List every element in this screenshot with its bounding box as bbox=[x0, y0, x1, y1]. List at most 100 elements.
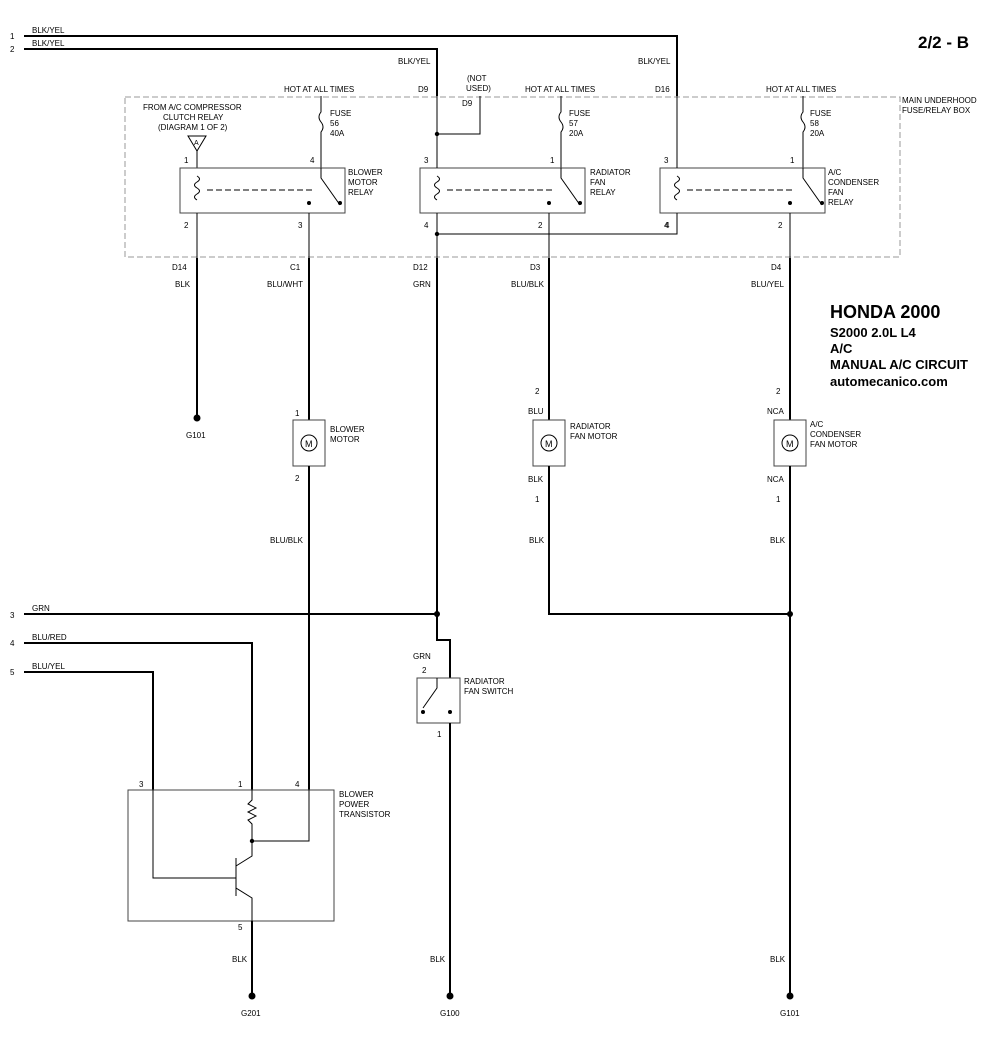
wire-relay-bridge bbox=[437, 213, 678, 235]
svg-text:A/C: A/C bbox=[828, 168, 842, 177]
svg-text:RELAY: RELAY bbox=[348, 188, 374, 197]
input-3-num: 3 bbox=[10, 611, 15, 620]
motor-icon bbox=[540, 434, 558, 452]
ground-g101-left: G101 bbox=[186, 431, 206, 440]
svg-text:FAN: FAN bbox=[828, 188, 844, 197]
switch-icon bbox=[422, 678, 438, 709]
ground-g100-icon bbox=[446, 992, 454, 1000]
condenser-fan-relay: 3 1 4 2 A/C CONDENSER FAN RELAY bbox=[659, 156, 879, 230]
input-2-num: 2 bbox=[10, 45, 15, 54]
svg-text:FAN SWITCH: FAN SWITCH bbox=[464, 687, 514, 696]
svg-text:5: 5 bbox=[238, 923, 243, 932]
svg-text:M: M bbox=[545, 439, 553, 449]
from-label-2: CLUTCH RELAY bbox=[163, 113, 224, 122]
svg-text:RELAY: RELAY bbox=[828, 198, 854, 207]
conn-d12: D12 bbox=[413, 263, 428, 272]
input-2-wire: BLK/YEL bbox=[32, 39, 65, 48]
ground-g101-left-icon bbox=[193, 414, 201, 422]
reference-letter: A bbox=[194, 140, 199, 147]
not-used-2: USED) bbox=[466, 84, 491, 93]
svg-text:CONDENSER: CONDENSER bbox=[828, 178, 879, 187]
svg-text:40A: 40A bbox=[330, 129, 345, 138]
fuse-box-label-1: MAIN UNDERHOOD bbox=[902, 96, 977, 105]
blower-motor-relay: 1 4 2 3 BLOWER MOTOR RELAY bbox=[179, 156, 383, 230]
svg-text:58: 58 bbox=[810, 119, 819, 128]
fuse-57: FUSE 57 20A bbox=[558, 96, 590, 168]
svg-text:2: 2 bbox=[538, 221, 543, 230]
blower-motor: M 1 2 BLOWER MOTOR bbox=[292, 409, 365, 483]
relay-switch-icon bbox=[320, 168, 341, 206]
wire-rad-motor-ground bbox=[548, 466, 790, 615]
title-make: HONDA 2000 bbox=[830, 302, 940, 322]
conn-d14: D14 bbox=[172, 263, 187, 272]
svg-text:RADIATOR: RADIATOR bbox=[570, 422, 611, 431]
hot-label-2: HOT AT ALL TIMES bbox=[525, 85, 595, 94]
svg-text:RADIATOR: RADIATOR bbox=[590, 168, 631, 177]
ground-g101-right: G101 bbox=[780, 1009, 800, 1018]
svg-text:56: 56 bbox=[330, 119, 339, 128]
svg-text:A/C: A/C bbox=[810, 420, 824, 429]
wire-blower-out-label: BLU/BLK bbox=[270, 536, 304, 545]
wire-input-4 bbox=[24, 642, 253, 790]
svg-text:BLK: BLK bbox=[528, 475, 544, 484]
motor-icon bbox=[781, 434, 799, 452]
fuse-box-label-2: FUSE/RELAY BOX bbox=[902, 106, 971, 115]
svg-text:20A: 20A bbox=[810, 129, 825, 138]
svg-text:3: 3 bbox=[424, 156, 429, 165]
svg-text:1: 1 bbox=[437, 730, 442, 739]
svg-text:FAN MOTOR: FAN MOTOR bbox=[810, 440, 858, 449]
connector-d16: D16 bbox=[655, 85, 670, 94]
splice-relay-bridge bbox=[434, 231, 440, 237]
ground-g201-icon bbox=[248, 992, 256, 1000]
wire-d3-label: BLU/BLK bbox=[511, 280, 545, 289]
bridge-pin: 4 bbox=[665, 221, 670, 230]
wire-c1-label: BLU/WHT bbox=[267, 280, 303, 289]
svg-text:1: 1 bbox=[790, 156, 795, 165]
svg-text:2: 2 bbox=[776, 387, 781, 396]
svg-text:2: 2 bbox=[184, 221, 189, 230]
svg-text:CONDENSER: CONDENSER bbox=[810, 430, 861, 439]
svg-text:RELAY: RELAY bbox=[590, 188, 616, 197]
svg-text:NCA: NCA bbox=[767, 475, 785, 484]
svg-text:1: 1 bbox=[535, 495, 540, 504]
relay-coil-icon bbox=[434, 175, 440, 201]
input-4-num: 4 bbox=[10, 639, 15, 648]
connector-d9-inner: D9 bbox=[462, 99, 473, 108]
radiator-fan-switch: 2 1 RADIATOR FAN SWITCH bbox=[416, 666, 514, 739]
wire-grn-to-switch bbox=[436, 614, 451, 678]
svg-text:1: 1 bbox=[295, 409, 300, 418]
svg-text:4: 4 bbox=[424, 221, 429, 230]
input-1-wire: BLK/YEL bbox=[32, 26, 65, 35]
svg-text:M: M bbox=[786, 439, 794, 449]
conn-d4: D4 bbox=[771, 263, 782, 272]
svg-text:FUSE: FUSE bbox=[330, 109, 351, 118]
relay-switch-icon bbox=[560, 168, 581, 206]
ground-g101-right-icon bbox=[786, 992, 794, 1000]
title-system: A/C bbox=[830, 341, 853, 356]
svg-text:2: 2 bbox=[535, 387, 540, 396]
wire-d9-jumper bbox=[437, 96, 481, 135]
svg-text:1: 1 bbox=[238, 780, 243, 789]
svg-text:3: 3 bbox=[139, 780, 144, 789]
relay-coil-icon bbox=[674, 175, 680, 201]
svg-text:BLOWER: BLOWER bbox=[330, 425, 365, 434]
from-label-3: (DIAGRAM 1 OF 2) bbox=[158, 123, 228, 132]
radiator-fan-relay: 3 1 4 2 RADIATOR FAN RELAY bbox=[419, 156, 631, 230]
svg-text:2: 2 bbox=[295, 474, 300, 483]
input-4-wire: BLU/RED bbox=[32, 633, 67, 642]
svg-text:2: 2 bbox=[422, 666, 427, 675]
input-5-num: 5 bbox=[10, 668, 15, 677]
svg-text:MOTOR: MOTOR bbox=[330, 435, 360, 444]
hot-label-1: HOT AT ALL TIMES bbox=[284, 85, 354, 94]
svg-text:BLOWER: BLOWER bbox=[339, 790, 374, 799]
svg-text:4: 4 bbox=[310, 156, 315, 165]
top-wire-label-1: BLK/YEL bbox=[398, 57, 431, 66]
svg-text:3: 3 bbox=[298, 221, 303, 230]
ground-g100: G100 bbox=[440, 1009, 460, 1018]
ground-g201: G201 bbox=[241, 1009, 261, 1018]
resistor-icon bbox=[246, 790, 258, 841]
relay-switch-icon bbox=[802, 168, 823, 206]
svg-text:TRANSISTOR: TRANSISTOR bbox=[339, 810, 391, 819]
